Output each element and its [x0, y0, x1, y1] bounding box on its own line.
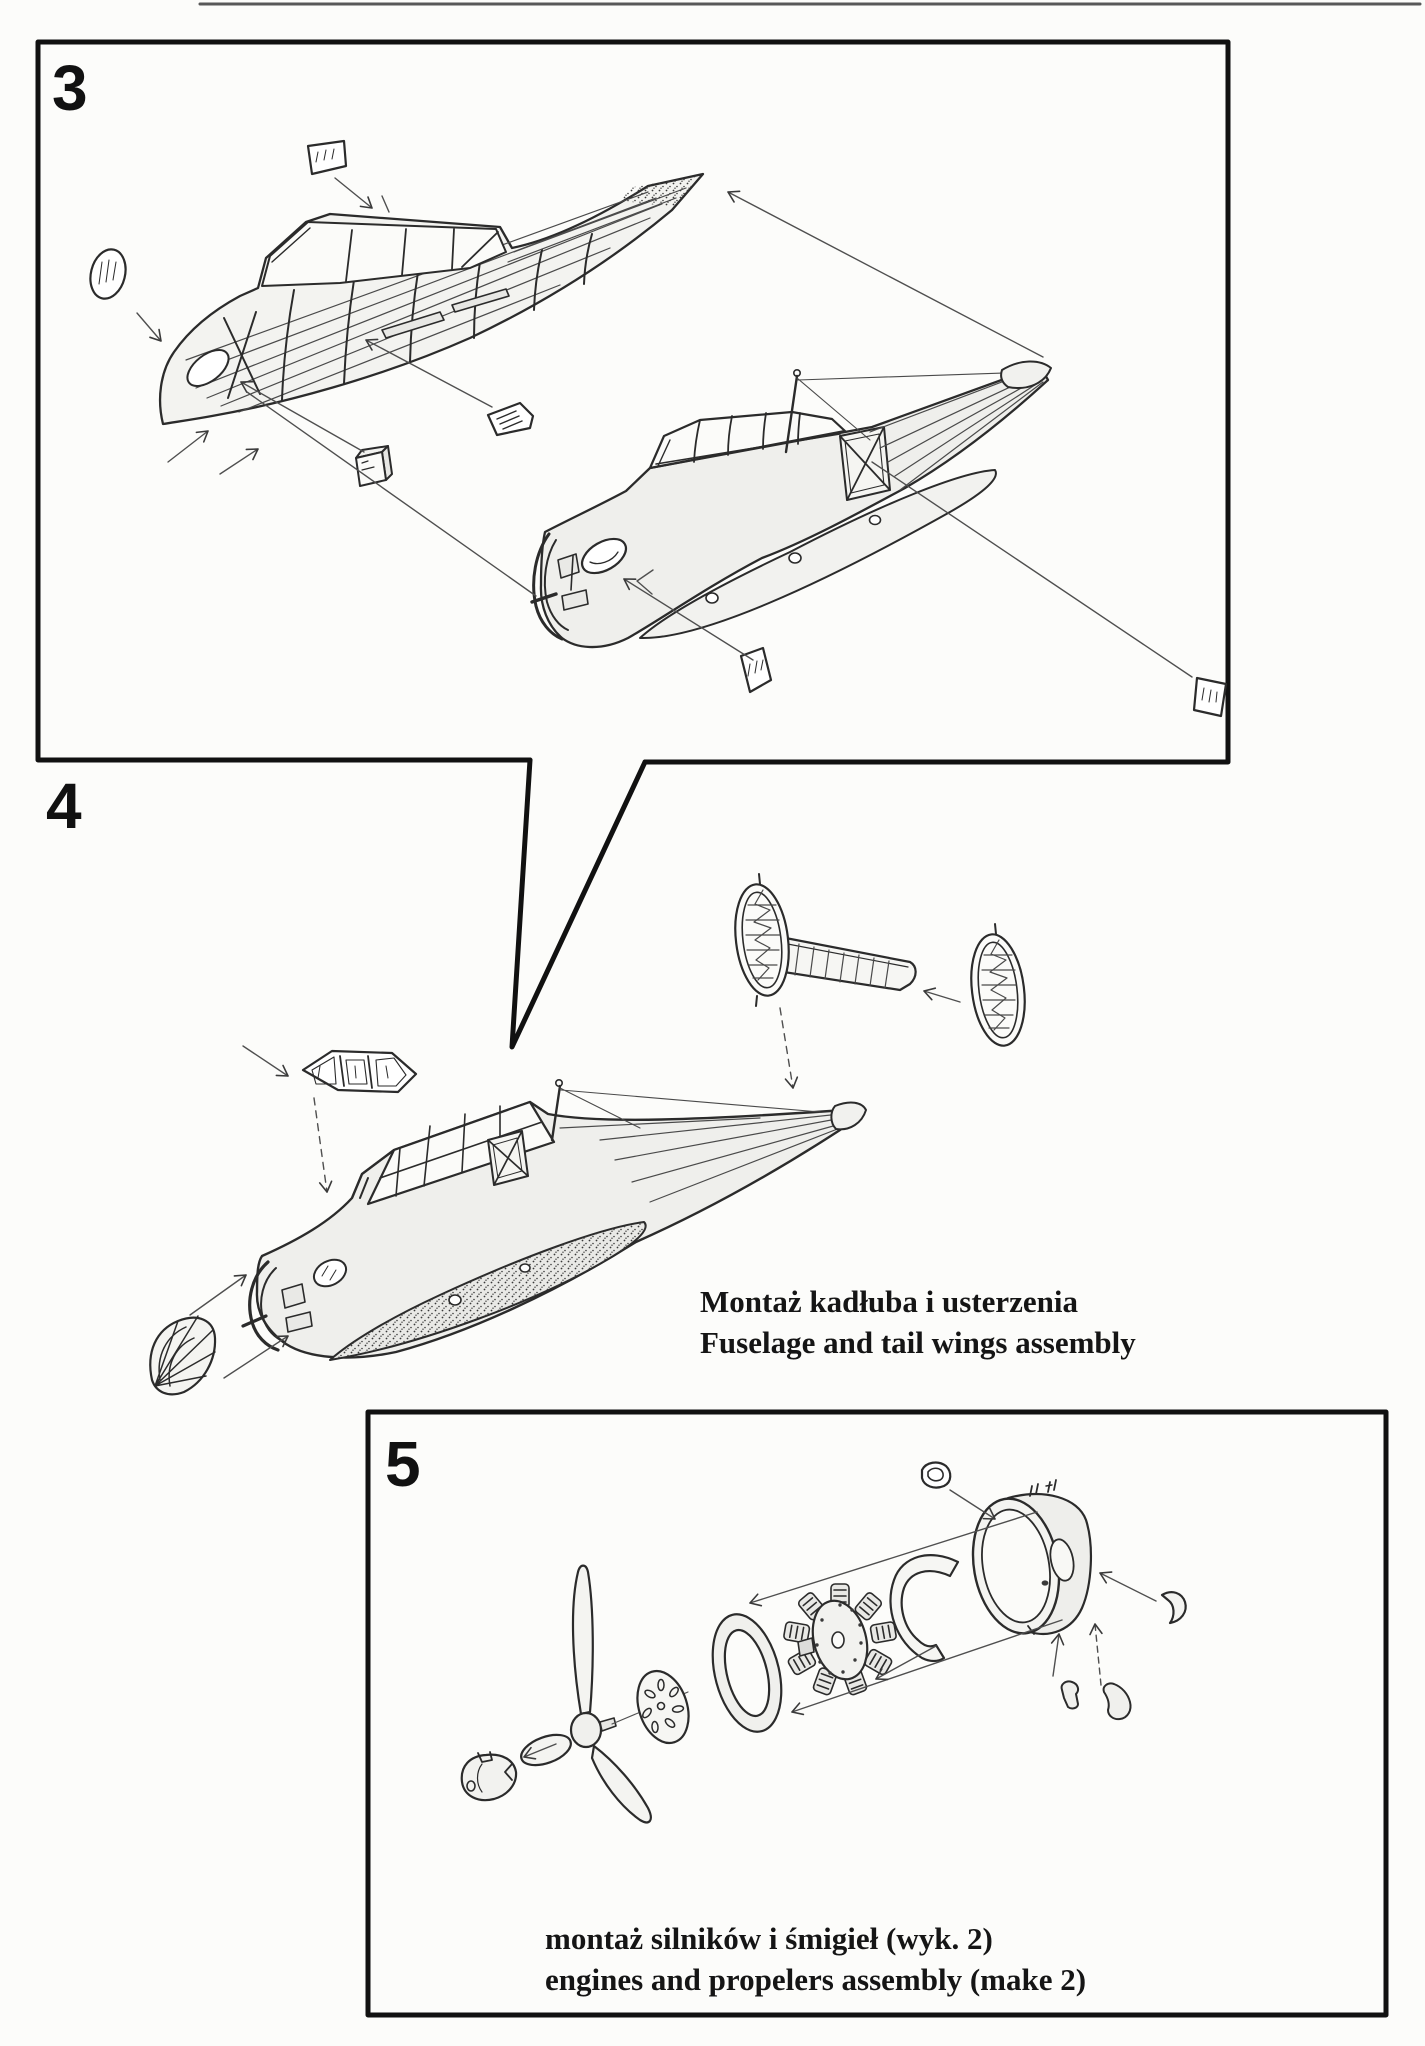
step4-caption-en: Fuselage and tail wings assembly [700, 1325, 1136, 1360]
cowling-part [971, 1479, 1093, 1636]
nose-cone-glazed-part [149, 1315, 217, 1396]
step5-leader-arrows [523, 1489, 1157, 1760]
step4-leader-arrows [189, 987, 961, 1379]
spinner-part [460, 1751, 518, 1802]
cowl-front-ring-part [711, 1613, 783, 1733]
step3-frame [35, 39, 1231, 1050]
step5-caption-pl: montaż silników i śmigieł (wyk. 2) [545, 1921, 993, 1956]
step3-number: 3 [52, 52, 88, 124]
tail-stabilizer-with-fin-part [734, 873, 917, 1007]
fuselage-right-half-drawing [530, 360, 1052, 649]
crescent-intake-part [1160, 1591, 1187, 1625]
tail-fin-part [970, 923, 1026, 1047]
exhaust-collector-ring-part [889, 1554, 960, 1663]
step5-caption-en: engines and propelers assembly (make 2) [545, 1962, 1087, 1997]
step4-caption-pl: Montaż kadłuba i usterzenia [700, 1284, 1079, 1319]
canopy-clear-part [306, 139, 348, 176]
propeller-part [520, 1564, 689, 1824]
callout-pointer [509, 757, 648, 1050]
cabin-window-clear-part [89, 248, 127, 300]
windscreen-clear-part [301, 1049, 418, 1094]
exhaust-stub-parts [1060, 1680, 1132, 1721]
cowl-fastener-ring-part [920, 1461, 952, 1489]
fuselage-left-half-drawing [158, 172, 705, 426]
step4-caption: Montaż kadłuba i usterzenia Fuselage and… [700, 1281, 1136, 1363]
step4-number: 4 [46, 770, 82, 842]
step5-frame [365, 1409, 1389, 2018]
radial-engine-part [783, 1583, 897, 1696]
fuselage-assembled-drawing [241, 1079, 867, 1361]
step5-number: 5 [385, 1428, 421, 1500]
louvered-hatch-part [486, 401, 535, 437]
window-clear-part-right [1192, 676, 1228, 718]
window-clear-part-bottom [739, 646, 773, 694]
radio-box-part [355, 445, 393, 487]
step5-caption: montaż silników i śmigieł (wyk. 2) engin… [545, 1918, 1086, 2000]
engine-backplate-disc-part [636, 1669, 690, 1745]
step3-leader-arrows [136, 177, 1193, 678]
